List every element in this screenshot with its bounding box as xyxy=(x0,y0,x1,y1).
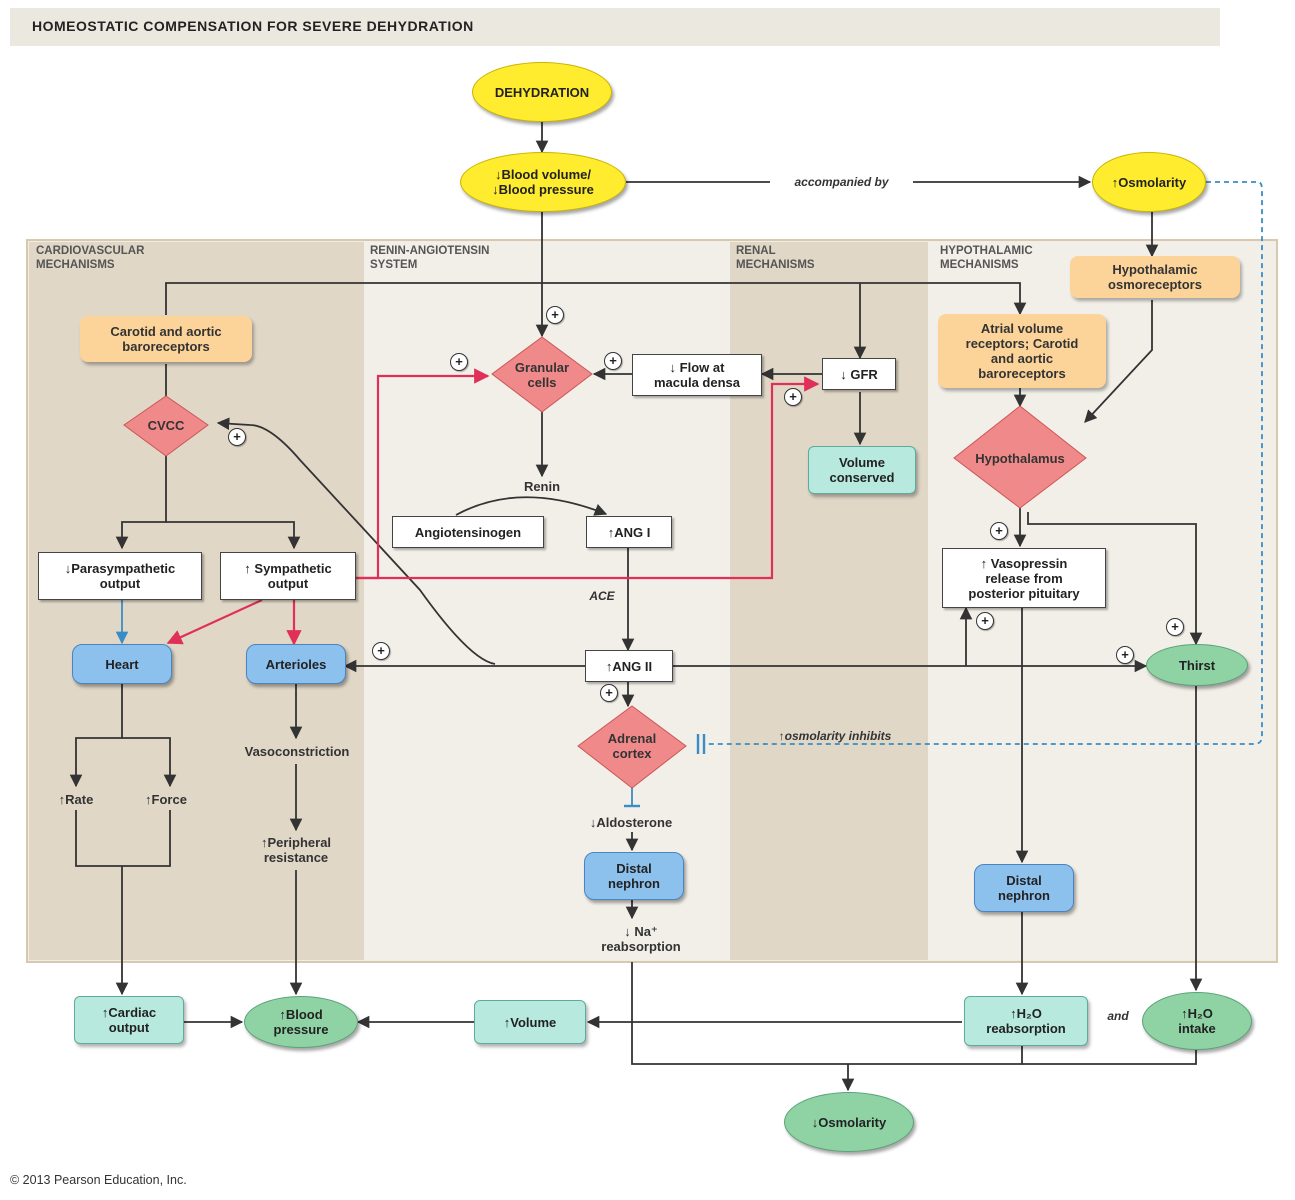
hypothalamus-label: Hypothalamus xyxy=(975,450,1065,466)
heart-node: Heart xyxy=(72,644,172,684)
granular-cells-label: Granular cells xyxy=(514,360,570,390)
distal-nephron-aldosterone-node: Distal nephron xyxy=(584,852,684,900)
plus-marker-thirst-top: + xyxy=(1166,618,1184,636)
osmolarity-inhibits-label: ↑osmolarity inhibits xyxy=(778,728,892,743)
aldosterone-label: ↓Aldosterone xyxy=(589,814,673,830)
renin-label: Renin xyxy=(523,478,561,494)
adrenal-cortex-label: Adrenal cortex xyxy=(607,731,657,761)
diagram-title: HOMEOSTATIC COMPENSATION FOR SEVERE DEHY… xyxy=(32,18,474,34)
granular-cells-diamond xyxy=(491,336,593,413)
h2o-intake-node: ↑H₂O intake xyxy=(1142,992,1252,1050)
plus-marker-cvcc: + xyxy=(228,428,246,446)
adrenal-cortex-diamond xyxy=(577,705,687,789)
h2o-reabsorption-node: ↑H₂O reabsorption xyxy=(964,996,1088,1046)
column-label-renin-angiotensin: RENIN-ANGIOTENSIN SYSTEM xyxy=(370,245,490,271)
osmolarity-increase-node: ↑Osmolarity xyxy=(1092,152,1206,212)
plus-marker-arterioles: + xyxy=(372,642,390,660)
inhibition-lines xyxy=(115,181,1263,808)
plus-marker-vasopressin-ang: + xyxy=(976,612,994,630)
blood-pressure-node: ↑Blood pressure xyxy=(244,996,358,1048)
peripheral-resistance-label: ↑Peripheral resistance xyxy=(260,835,332,865)
hypothalamic-osmoreceptors-node: Hypothalamic osmoreceptors xyxy=(1070,256,1240,298)
gfr-node: ↓ GFR xyxy=(822,358,896,390)
column-label-cardiovascular: CARDIOVASCULAR MECHANISMS xyxy=(36,245,145,271)
plus-marker-thirst-ang: + xyxy=(1116,646,1134,664)
hypothalamus-diamond xyxy=(953,405,1087,509)
blood-volume-node: ↓Blood volume/ ↓Blood pressure xyxy=(460,152,626,212)
cvcc-label: CVCC xyxy=(147,417,185,433)
panel-renal xyxy=(730,242,928,960)
column-label-hypothalamic: HYPOTHALAMIC MECHANISMS xyxy=(940,245,1033,271)
force-increase-label: ↑Force xyxy=(145,791,187,807)
cvcc-diamond xyxy=(123,395,209,457)
angiotensinogen-node: Angiotensinogen xyxy=(392,516,544,548)
accompanied-by-label: accompanied by xyxy=(794,174,889,189)
plus-marker-adrenal: + xyxy=(600,684,618,702)
copyright-notice: © 2013 Pearson Education, Inc. xyxy=(10,1173,187,1187)
plus-marker-vasopressin-top: + xyxy=(990,522,1008,540)
sympathetic-output-node: ↑ Sympathetic output xyxy=(220,552,356,600)
rate-increase-label: ↑Rate xyxy=(58,791,94,807)
vasopressin-release-node: ↑ Vasopressin release from posterior pit… xyxy=(942,548,1106,608)
plus-marker-granular-top: + xyxy=(546,306,564,324)
sodium-reabsorption-label: ↓ Na⁺ reabsorption xyxy=(601,924,681,954)
plus-marker-granular-sympathetic: + xyxy=(450,353,468,371)
title-bar: HOMEOSTATIC COMPENSATION FOR SEVERE DEHY… xyxy=(10,8,1220,46)
carotid-baroreceptors-node: Carotid and aortic baroreceptors xyxy=(80,316,252,362)
vasoconstriction-label: Vasoconstriction xyxy=(244,743,350,759)
column-label-renal: RENAL MECHANISMS xyxy=(736,245,815,271)
ang-i-node: ↑ANG I xyxy=(586,516,672,548)
osmolarity-decrease-node: ↓Osmolarity xyxy=(784,1092,914,1152)
atrial-volume-receptors-node: Atrial volume receptors; Carotid and aor… xyxy=(938,314,1106,388)
distal-nephron-vasopressin-node: Distal nephron xyxy=(974,864,1074,912)
plus-marker-gfr: + xyxy=(784,388,802,406)
arterioles-node: Arterioles xyxy=(246,644,346,684)
plus-marker-granular-macula: + xyxy=(604,352,622,370)
connector-lines xyxy=(69,122,1203,1092)
ang-ii-node: ↑ANG II xyxy=(585,650,673,682)
cardiac-output-node: ↑Cardiac output xyxy=(74,996,184,1044)
ace-label: ACE xyxy=(589,588,615,603)
and-label: and xyxy=(1107,1008,1129,1023)
flow-macula-densa-node: ↓ Flow at macula densa xyxy=(632,354,762,396)
sympathetic-arrows xyxy=(166,368,820,646)
parasympathetic-output-node: ↓Parasympathetic output xyxy=(38,552,202,600)
volume-conserved-node: Volume conserved xyxy=(808,446,916,494)
volume-increase-node: ↑Volume xyxy=(474,1000,586,1044)
thirst-node: Thirst xyxy=(1146,644,1248,686)
dehydration-node: DEHYDRATION xyxy=(472,62,612,122)
